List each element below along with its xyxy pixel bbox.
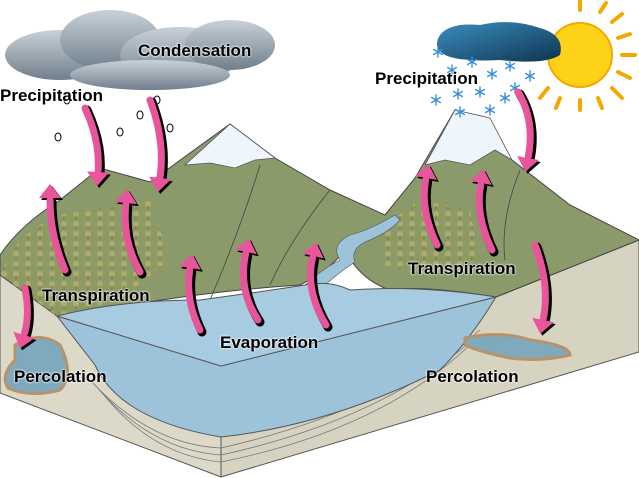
lake-surface <box>55 282 497 367</box>
evaporation-arrow <box>235 238 265 327</box>
snowflake-icon <box>454 106 466 118</box>
snowflake-icon <box>452 88 464 100</box>
evaporation-arrow <box>179 254 207 337</box>
raindrops <box>54 95 174 142</box>
precipitation-arrow <box>81 104 111 188</box>
arrows <box>13 88 556 351</box>
precipitation-arrow <box>146 96 173 194</box>
label-percolation-left: Percolation <box>14 367 107 386</box>
snowflake-icon <box>446 64 458 76</box>
label-transpiration-right: Transpiration <box>408 259 516 278</box>
percolation-arrow <box>531 241 556 336</box>
sun-icon <box>538 0 637 112</box>
snowflake-icon <box>466 56 478 68</box>
transpiration-arrow <box>415 164 444 252</box>
precipitation-arrow <box>514 88 541 174</box>
snowflake-icon <box>432 46 444 58</box>
transpiration-arrow <box>39 184 72 277</box>
transpiration-arrow <box>470 169 499 257</box>
rain-clouds <box>5 10 275 90</box>
label-condensation: Condensation <box>138 41 252 60</box>
label-transpiration-left: Transpiration <box>42 286 150 305</box>
snowflake-icon <box>504 60 516 72</box>
snowflake-icon <box>499 92 511 104</box>
percolation-arrow <box>13 284 37 351</box>
label-evaporation: Evaporation <box>220 333 319 352</box>
snow-cap-left <box>183 123 277 169</box>
pond-left <box>3 336 69 395</box>
label-precipitation-right: Precipitation <box>375 69 478 88</box>
snowflakes <box>430 46 536 118</box>
snowflake-icon <box>474 86 486 98</box>
ridge-lines <box>209 164 521 301</box>
transpiration-arrow <box>115 189 147 279</box>
label-percolation-right: Percolation <box>426 367 519 386</box>
snowflake-icon <box>430 94 442 106</box>
pond-right <box>463 332 572 361</box>
storm-cloud <box>436 22 561 62</box>
snowflake-icon <box>524 70 536 82</box>
evaporation-arrow <box>302 242 333 332</box>
snowflake-icon <box>484 104 496 116</box>
label-precipitation-left: Precipitation <box>0 86 103 105</box>
snowflake-icon <box>486 68 498 80</box>
